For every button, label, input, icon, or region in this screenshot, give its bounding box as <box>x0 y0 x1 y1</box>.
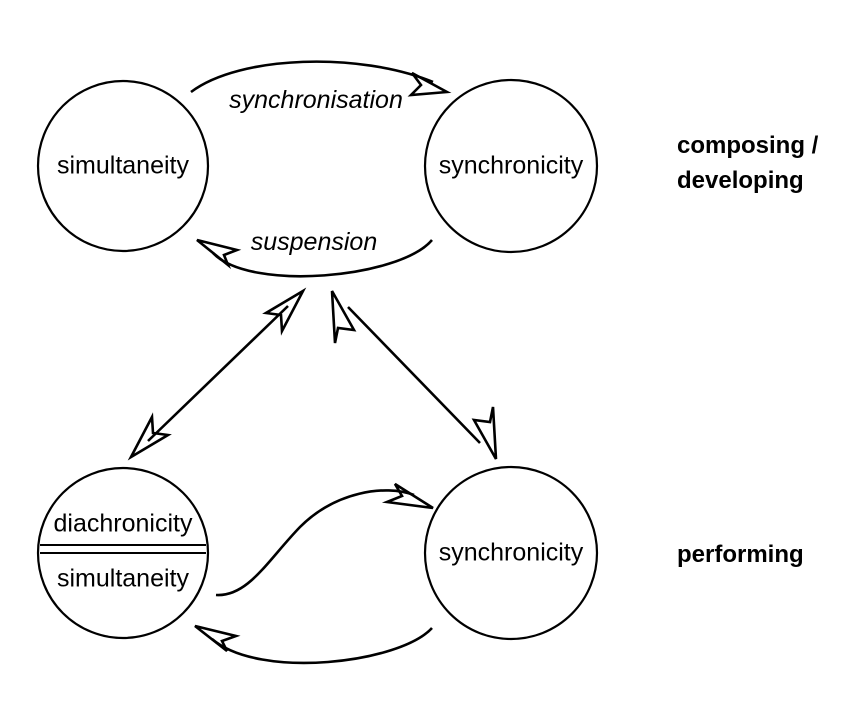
edge-synchronisation-label: synchronisation <box>229 86 403 114</box>
edge-bottom-forward-path <box>215 489 415 597</box>
edge-suspension-arrowhead <box>196 238 242 270</box>
node-bottom-right-label: synchronicity <box>439 539 584 567</box>
edge-right-diagonal <box>330 290 498 460</box>
edge-suspension-label: suspension <box>251 228 377 256</box>
group-label-composing-line2: developing <box>677 167 804 194</box>
edge-synchronisation-arrowhead <box>407 71 452 97</box>
node-top-left[interactable]: simultaneity <box>36 79 210 253</box>
edge-right-diagonal-arrowhead-up <box>330 290 357 344</box>
node-top-right[interactable]: synchronicity <box>423 78 599 254</box>
edge-suspension: suspension <box>196 228 433 278</box>
edge-left-diagonal <box>127 287 307 461</box>
node-top-right-label: synchronicity <box>439 152 584 180</box>
edge-synchronisation-path <box>190 60 434 94</box>
edge-left-diagonal-path <box>147 305 289 442</box>
node-bottom-left-label-bottom: simultaneity <box>57 565 189 593</box>
edge-left-diagonal-arrowhead-down <box>127 412 172 461</box>
node-bottom-left-label-top: diachronicity <box>54 510 193 538</box>
node-bottom-right-circle[interactable] <box>423 465 599 641</box>
node-top-left-circle[interactable] <box>36 79 210 253</box>
edge-suspension-path <box>212 239 433 278</box>
node-bottom-left[interactable]: diachronicity simultaneity <box>36 466 210 640</box>
group-label-performing-line1: performing <box>677 541 804 568</box>
group-label-performing: performing <box>677 541 804 568</box>
edge-bottom-forward-arrowhead <box>381 482 434 510</box>
edge-left-diagonal-arrowhead-up <box>262 287 307 336</box>
edge-right-diagonal-arrowhead-down <box>471 406 498 460</box>
edge-bottom-return <box>194 624 433 665</box>
edge-synchronisation: synchronisation <box>190 60 452 114</box>
node-top-right-circle[interactable] <box>423 78 599 254</box>
node-bottom-right[interactable]: synchronicity <box>423 465 599 641</box>
edge-bottom-return-arrowhead <box>194 624 241 653</box>
edge-bottom-forward <box>215 482 434 597</box>
group-label-composing-developing: composing / developing <box>677 132 819 194</box>
edge-bottom-return-path <box>211 627 433 665</box>
node-top-left-label: simultaneity <box>57 152 189 180</box>
group-label-composing-line1: composing / <box>677 132 819 159</box>
edge-right-diagonal-path <box>347 306 481 444</box>
